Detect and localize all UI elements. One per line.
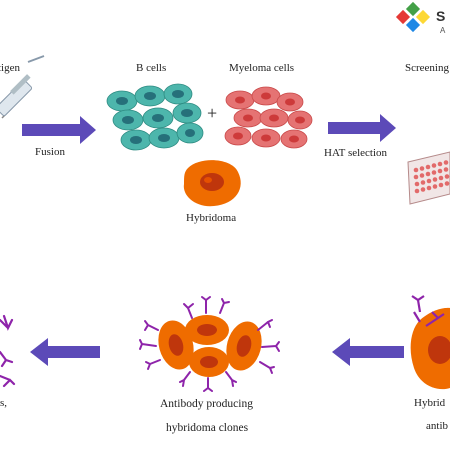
fusion-arrow — [22, 116, 96, 144]
b-cells-cluster — [106, 83, 204, 151]
myeloma-cells-label: Myeloma cells — [229, 62, 295, 74]
myeloma-cells-cluster — [224, 86, 313, 149]
bottom-right-label-line1: Hybrid — [414, 397, 446, 409]
hat-selection-label: HAT selection — [324, 147, 388, 159]
bottom-left-label: s, — [0, 397, 8, 409]
hybridoma-clones-cluster — [139, 296, 280, 392]
syringe-icon — [0, 55, 45, 119]
screening-label: Screening — [405, 62, 449, 74]
hybridoma-cell — [183, 160, 241, 207]
clone-arrow — [332, 338, 404, 366]
b-cells-label: B cells — [136, 62, 167, 74]
hat-selection-arrow — [328, 114, 396, 142]
logo-icon — [395, 1, 431, 33]
well-plate-icon — [407, 151, 450, 205]
antibodies-icon — [0, 314, 16, 388]
product-arrow — [30, 338, 100, 366]
logo-subtext: A — [440, 26, 446, 35]
antigen-label: tigen — [0, 62, 20, 74]
antibody-producing-label: Antibody producing — [160, 398, 253, 410]
bottom-right-label-line2: antib — [426, 420, 448, 432]
hybridoma-clones-label: hybridoma clones — [166, 422, 249, 434]
hybridoma-label: Hybridoma — [186, 212, 237, 224]
logo-letter: S — [436, 8, 446, 24]
secreting-hybridoma-cell — [410, 295, 450, 390]
plus-sign: + — [207, 103, 218, 123]
fusion-label: Fusion — [35, 146, 65, 158]
